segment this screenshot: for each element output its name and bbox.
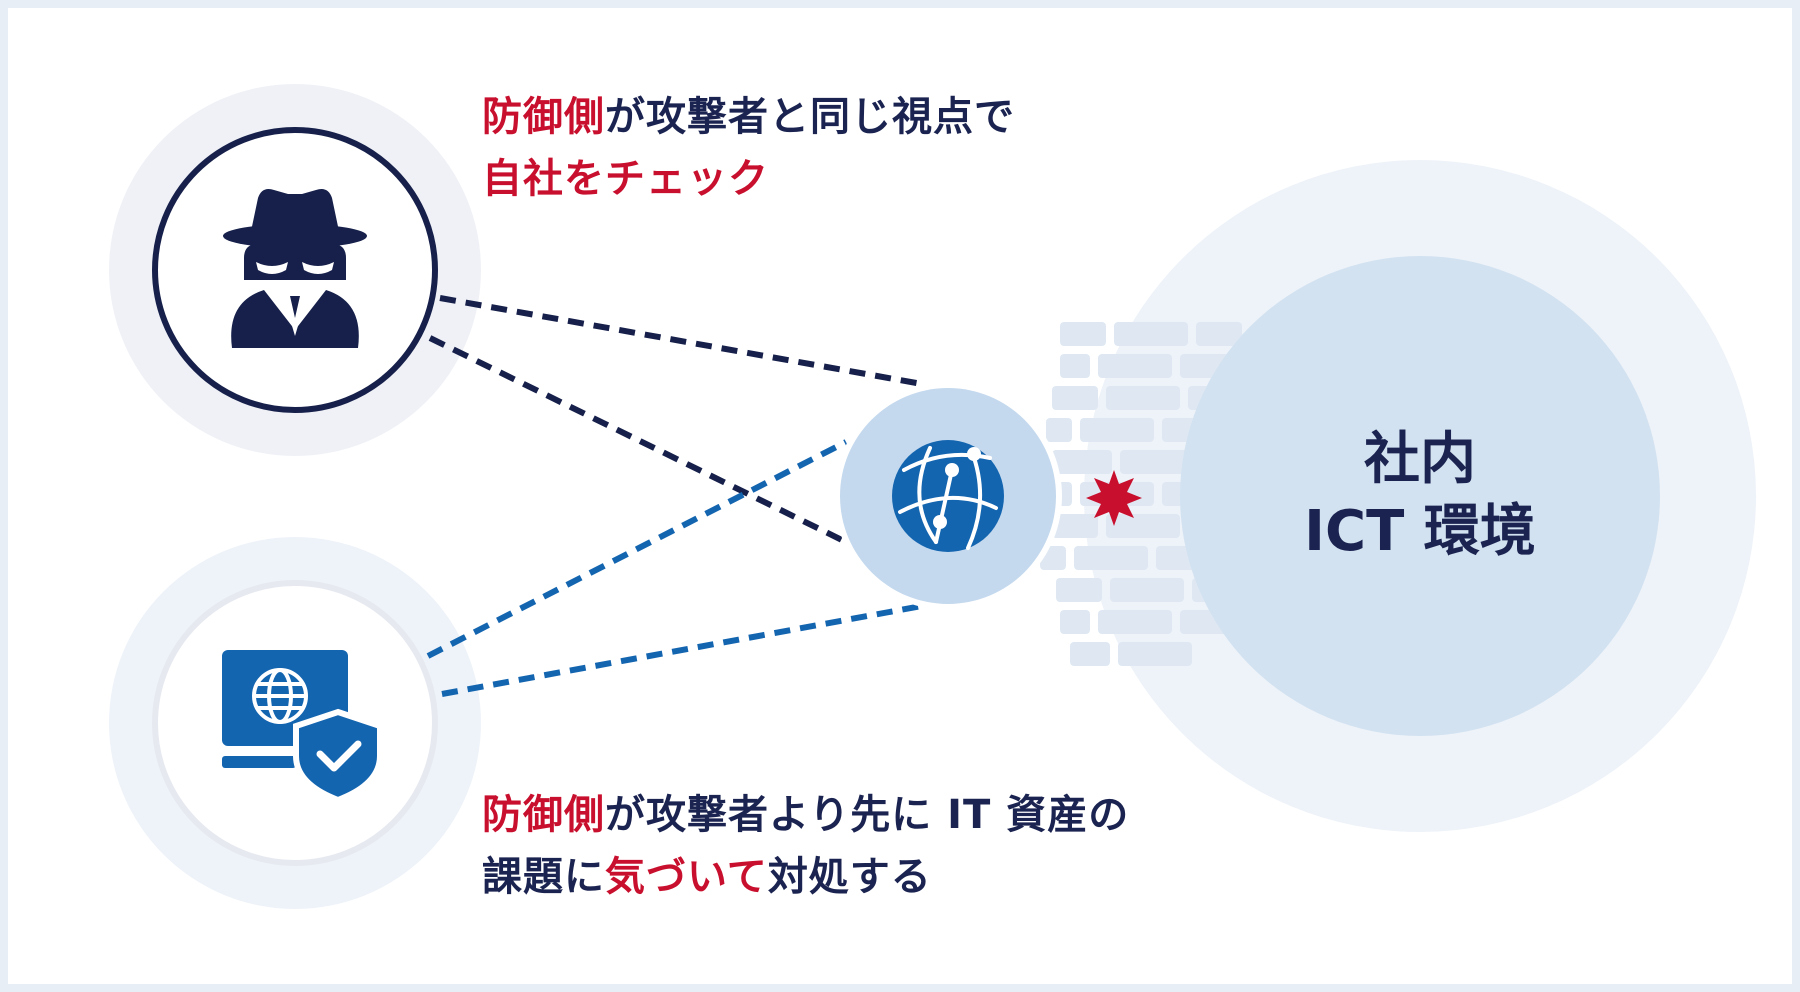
caption-text: 課題に bbox=[482, 854, 605, 900]
caption-highlight: 防御側 bbox=[482, 792, 605, 838]
defender-node bbox=[152, 580, 438, 866]
caption-highlight: 自社をチェック bbox=[482, 156, 769, 202]
globe-network-icon bbox=[892, 440, 1004, 552]
caption-highlight: 防御側 bbox=[482, 94, 605, 140]
environment-inner-circle bbox=[1180, 256, 1660, 736]
caption-text: が攻撃者と同じ視点で bbox=[605, 94, 1015, 140]
defender-connections bbox=[426, 439, 923, 697]
caption-text: が攻撃者より先に IT 資産の bbox=[605, 792, 1130, 838]
spy-attacker-icon bbox=[223, 189, 367, 348]
environment-label: 社内 ICT 環境 bbox=[1220, 424, 1620, 568]
defender-perspective-caption: 防御側が攻撃者より先に IT 資産の 課題に気づいて対処する bbox=[482, 784, 1129, 908]
attacker-node bbox=[152, 127, 438, 413]
environment-label-line1: 社内 bbox=[1364, 427, 1476, 492]
monitor-globe-shield-icon bbox=[222, 650, 383, 804]
attacker-connections bbox=[428, 295, 923, 545]
network-node bbox=[834, 382, 1062, 610]
caption-highlight: 気づいて bbox=[605, 854, 768, 900]
attacker-perspective-caption: 防御側が攻撃者と同じ視点で 自社をチェック bbox=[482, 86, 1015, 210]
caption-text: 対処する bbox=[767, 854, 932, 900]
burst-star-icon bbox=[1086, 470, 1142, 526]
environment-label-line2: ICT 環境 bbox=[1304, 499, 1536, 564]
